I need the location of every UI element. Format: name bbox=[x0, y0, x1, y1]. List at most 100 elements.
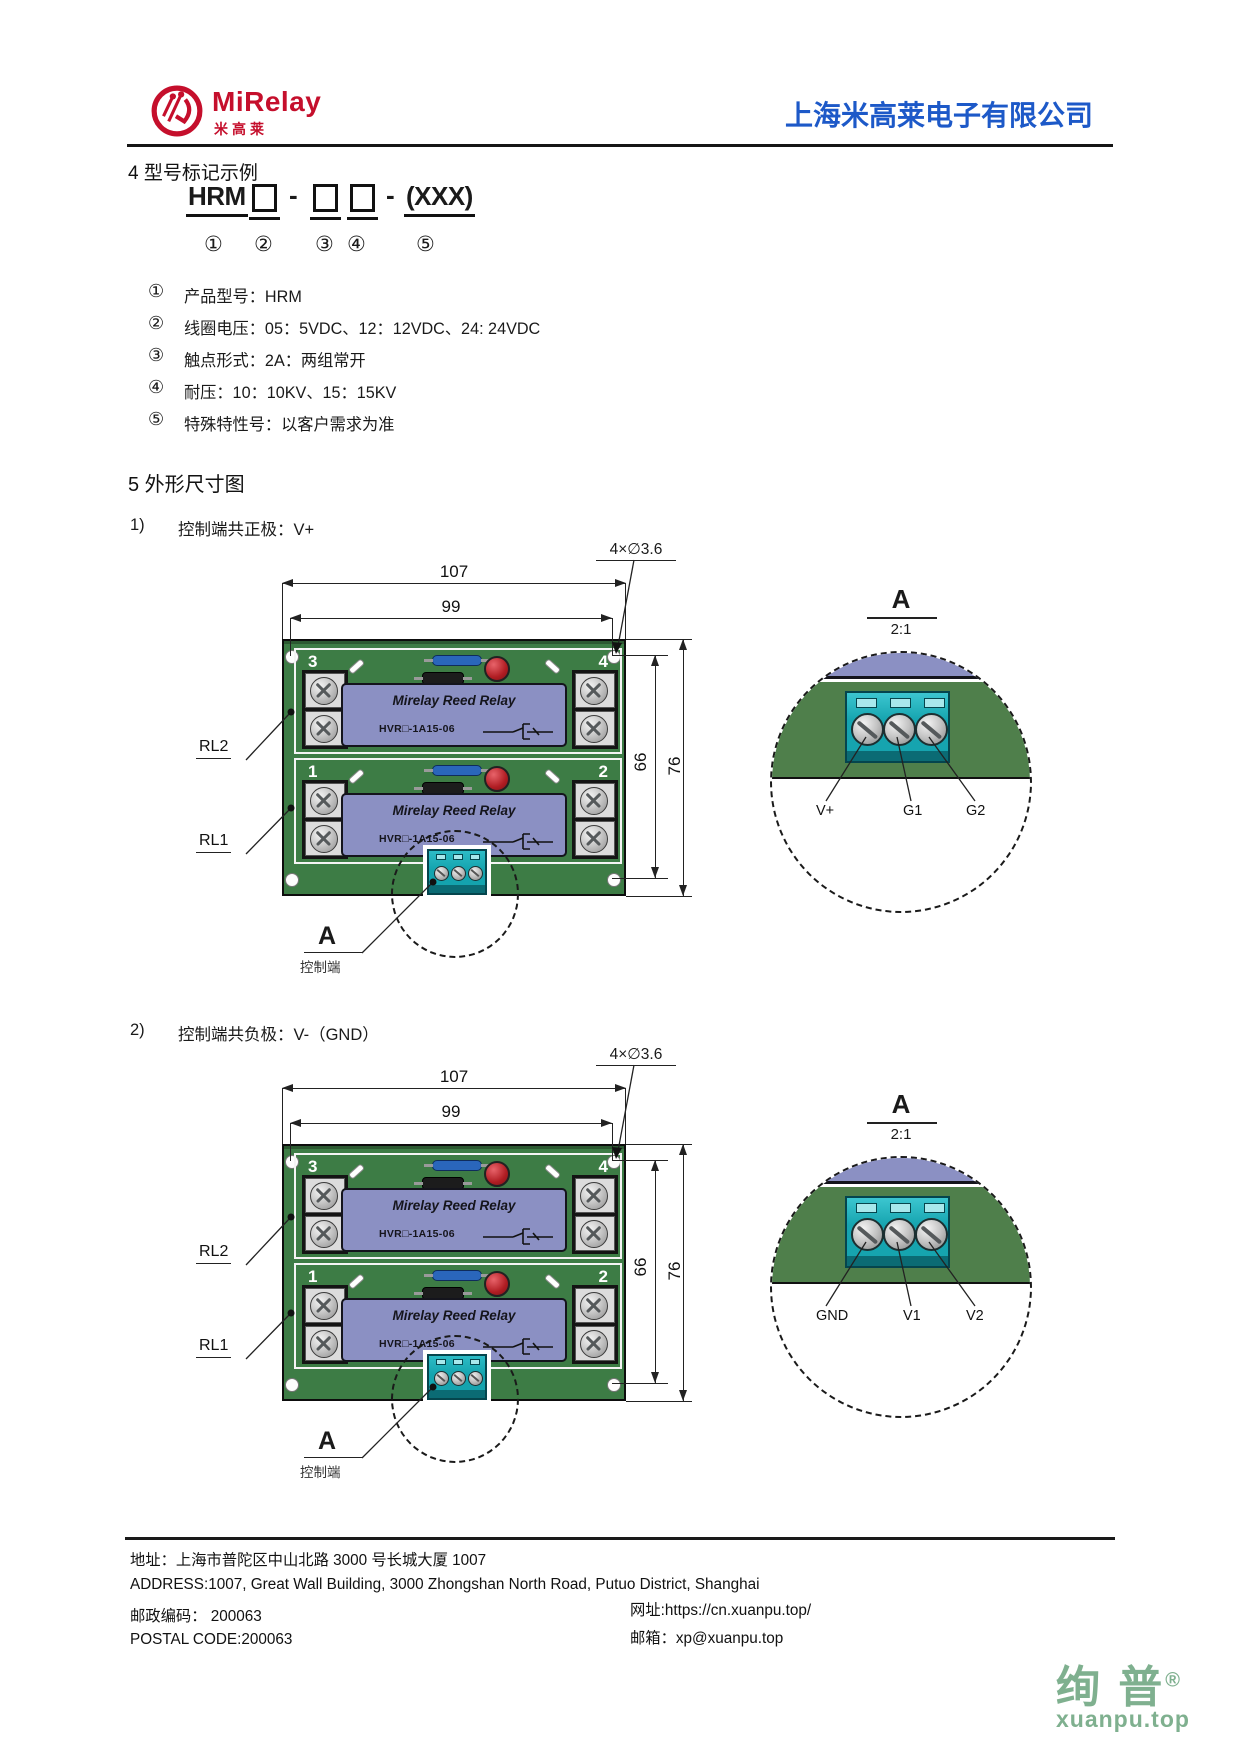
detail-view-scale: 2:1 bbox=[890, 1126, 912, 1143]
connector-vent bbox=[856, 1203, 877, 1213]
terminal-cell bbox=[305, 821, 345, 856]
solder-pin bbox=[347, 1273, 366, 1290]
detail-view-title: A bbox=[891, 1089, 911, 1119]
extension-line bbox=[290, 1144, 291, 1161]
screw-icon bbox=[580, 1219, 608, 1248]
mounting-hole bbox=[607, 873, 621, 887]
terminal-cell bbox=[305, 783, 345, 818]
screw-terminal-block bbox=[572, 1175, 618, 1254]
detail-view-a: GND V1 V2 bbox=[770, 1156, 1032, 1418]
address-cn: 地址：上海市普陀区中山北路 3000 号长城大厦 1007 bbox=[130, 1552, 487, 1569]
watermark-chinese: 绚 普® bbox=[1056, 1663, 1190, 1712]
registered-mark-icon: ® bbox=[1165, 1669, 1183, 1692]
dim-hole-span: 99 bbox=[441, 1102, 461, 1121]
dimension-line-99 bbox=[290, 618, 612, 619]
dimension-arrow bbox=[651, 1372, 659, 1383]
solder-pin bbox=[543, 768, 562, 785]
reed-switch-symbol bbox=[483, 1338, 553, 1355]
terminal-label-3: V2 bbox=[966, 1308, 984, 1324]
terminal-label-1: GND bbox=[816, 1308, 849, 1324]
screw-terminal-block bbox=[302, 1285, 348, 1364]
extension-line bbox=[625, 583, 626, 639]
screw-terminal-block bbox=[302, 670, 348, 749]
relay-model-text: HVR□-1A15-06 bbox=[379, 1228, 455, 1240]
dim-hole-height: 66 bbox=[631, 752, 650, 772]
dimension-line-76 bbox=[683, 639, 684, 896]
connector-vent bbox=[924, 698, 945, 708]
connector-vent bbox=[890, 1203, 911, 1213]
screw-icon bbox=[310, 1329, 338, 1358]
terminal-leader-lines bbox=[825, 736, 976, 802]
detail-marker-line bbox=[304, 1457, 362, 1458]
drawing-caption: 控制端共负极：V-（GND） bbox=[178, 1026, 379, 1044]
screw-icon bbox=[310, 786, 338, 815]
model-code-box-1 bbox=[252, 184, 277, 212]
website-url[interactable]: 网址:https://cn.xuanpu.top/ bbox=[630, 1602, 812, 1619]
dimension-arrow bbox=[290, 1119, 301, 1127]
terminal-cell bbox=[305, 673, 345, 708]
screw-icon bbox=[310, 714, 338, 743]
postal-code-en: POSTAL CODE:200063 bbox=[130, 1631, 293, 1648]
terminal-cell bbox=[575, 1288, 615, 1323]
email-address[interactable]: 邮箱：xp@xuanpu.top bbox=[630, 1630, 784, 1647]
screw-icon bbox=[883, 713, 916, 746]
model-code-box-2 bbox=[313, 184, 338, 212]
terminal-pad-number: 4 bbox=[598, 1157, 608, 1176]
extension-line bbox=[626, 1144, 692, 1145]
list-item: 触点形式：2A：两组常开 bbox=[184, 352, 366, 370]
model-code-dash: - bbox=[289, 180, 298, 210]
screw-icon bbox=[468, 1371, 483, 1386]
screw-icon bbox=[883, 1218, 916, 1251]
callout-4: ④ bbox=[347, 233, 366, 256]
solder-pin bbox=[543, 1163, 562, 1180]
extension-line bbox=[626, 896, 692, 897]
terminal-cell bbox=[575, 673, 615, 708]
dimension-arrow bbox=[651, 1160, 659, 1171]
screw-icon bbox=[310, 676, 338, 705]
detail-region-circle bbox=[391, 1335, 519, 1463]
pcb-top-view: 3 4 Mirelay Reed Relay HVR□-1A15-06 bbox=[282, 1144, 626, 1401]
dimension-arrow bbox=[651, 655, 659, 666]
screw-icon bbox=[468, 866, 483, 881]
drawing-caption-number: 2) bbox=[130, 1021, 145, 1039]
dimension-arrow bbox=[679, 1144, 687, 1155]
screw-icon bbox=[451, 1371, 466, 1386]
header-rule bbox=[127, 144, 1113, 147]
resistor-component bbox=[424, 1270, 490, 1281]
terminal-cell bbox=[575, 1178, 615, 1213]
reed-relay-module: Mirelay Reed Relay HVR□-1A15-06 bbox=[341, 1188, 567, 1252]
terminal-pad-number: 1 bbox=[308, 762, 318, 781]
extension-line bbox=[626, 639, 692, 640]
terminal-label-1: V+ bbox=[816, 803, 835, 819]
dimension-arrow bbox=[651, 867, 659, 878]
mounting-hole bbox=[607, 1378, 621, 1392]
terminal-cell bbox=[305, 1326, 345, 1361]
reed-relay-module: Mirelay Reed Relay HVR□-1A15-06 bbox=[341, 793, 567, 857]
screw-terminal-block bbox=[572, 670, 618, 749]
mounting-hole bbox=[285, 873, 299, 887]
extension-line bbox=[290, 618, 291, 639]
led-indicator bbox=[484, 1271, 510, 1297]
dimension-arrow bbox=[601, 614, 612, 622]
relay-brand-text: Mirelay Reed Relay bbox=[392, 1198, 516, 1213]
list-item-number: ① bbox=[148, 281, 165, 301]
resistor-component bbox=[424, 1160, 490, 1171]
terminal-cell bbox=[305, 1216, 345, 1251]
detail-marker: A bbox=[318, 1427, 337, 1455]
dimension-arrow bbox=[290, 614, 301, 622]
solder-pin bbox=[347, 768, 366, 785]
detail-title-underline bbox=[867, 617, 937, 619]
model-code-underline bbox=[310, 217, 341, 220]
screw-icon bbox=[580, 676, 608, 705]
extension-line bbox=[612, 1383, 668, 1384]
reed-switch-symbol bbox=[483, 1228, 553, 1245]
dimension-line-66 bbox=[655, 1160, 656, 1383]
connector-vent bbox=[924, 1203, 945, 1213]
dimension-arrow bbox=[679, 885, 687, 896]
terminal-cell bbox=[575, 821, 615, 856]
terminal-cell bbox=[305, 1178, 345, 1213]
extension-line bbox=[282, 1088, 283, 1144]
connector-vent bbox=[856, 698, 877, 708]
screw-icon bbox=[580, 1291, 608, 1320]
